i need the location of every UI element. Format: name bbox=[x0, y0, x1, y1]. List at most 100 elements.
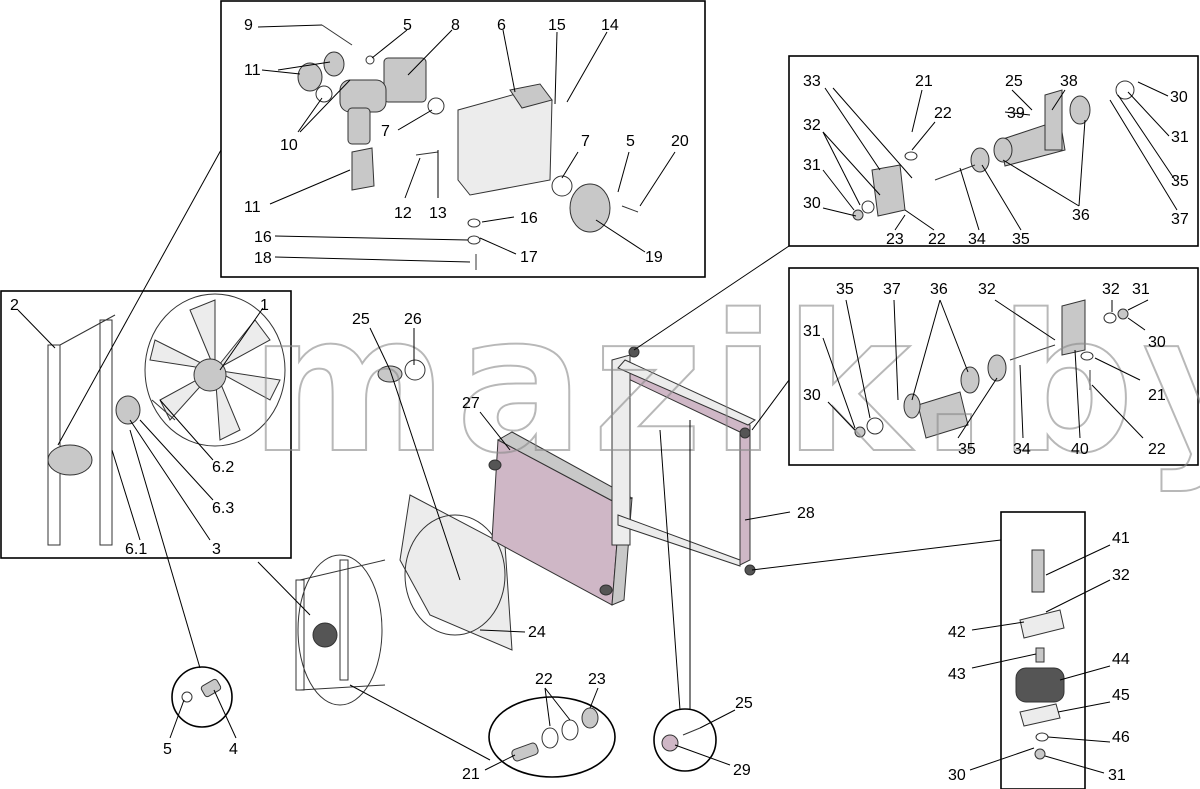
callout: 33 bbox=[803, 73, 821, 90]
callout: 6.1 bbox=[125, 541, 147, 558]
bolt-detail-parts bbox=[181, 678, 222, 703]
frame-bolt-detail-parts bbox=[661, 727, 701, 752]
callout: 4 bbox=[229, 741, 238, 758]
coupling-part bbox=[569, 183, 611, 233]
callout: 13 bbox=[429, 205, 447, 222]
callout: 32 bbox=[803, 117, 821, 134]
callout: 28 bbox=[797, 505, 815, 522]
callout: 22 bbox=[928, 231, 946, 248]
callout: 31 bbox=[803, 323, 821, 340]
callout: 30 bbox=[948, 767, 966, 784]
callout: 40 bbox=[1071, 441, 1089, 458]
callout: 8 bbox=[451, 17, 460, 34]
callout: 45 bbox=[1112, 687, 1130, 704]
fan-assembly bbox=[47, 293, 286, 546]
callout: 7 bbox=[381, 123, 390, 140]
pump-detail-box bbox=[220, 0, 706, 278]
callout: 22 bbox=[1148, 441, 1166, 458]
callout: 30 bbox=[803, 387, 821, 404]
damper-detail-parts bbox=[1015, 549, 1065, 760]
callout: 31 bbox=[1108, 767, 1126, 784]
pump-bolt-part bbox=[321, 24, 353, 46]
pump-flange-part bbox=[383, 57, 427, 103]
fan-callouts: 2 1 6.2 6.3 3 6.1 bbox=[10, 297, 269, 558]
damper-callouts: 41 32 42 43 44 45 46 30 31 bbox=[948, 530, 1130, 784]
callout: 21 bbox=[462, 766, 480, 783]
gear-pump-part bbox=[457, 89, 553, 196]
damper-detail-box bbox=[1000, 511, 1086, 789]
callout: 36 bbox=[930, 281, 948, 298]
callout: 32 bbox=[978, 281, 996, 298]
callout: 37 bbox=[883, 281, 901, 298]
pump-on-frame-part bbox=[47, 444, 93, 476]
fan-shroud bbox=[377, 359, 513, 651]
callout: 31 bbox=[1132, 281, 1150, 298]
washers-detail-parts bbox=[511, 707, 599, 762]
callout: 46 bbox=[1112, 729, 1130, 746]
callout: 32 bbox=[1112, 567, 1130, 584]
lower-mount-callouts: 35 37 36 32 32 31 31 30 30 21 35 34 40 2… bbox=[803, 281, 1166, 458]
callout: 16 bbox=[254, 229, 272, 246]
callout: 29 bbox=[733, 762, 751, 779]
callout: 25 bbox=[1005, 73, 1023, 90]
watermark-text: mazik.by bbox=[250, 274, 1200, 495]
callout: 19 bbox=[645, 249, 663, 266]
frame-bolt-detail-circle bbox=[653, 708, 717, 772]
radiator-frame bbox=[611, 346, 756, 576]
callout: 22 bbox=[934, 105, 952, 122]
leader-lines bbox=[17, 24, 1178, 774]
callout: 35 bbox=[836, 281, 854, 298]
callout: 23 bbox=[886, 231, 904, 248]
callout: 6.2 bbox=[212, 459, 234, 476]
callout: 15 bbox=[548, 17, 566, 34]
callout: 3 bbox=[212, 541, 221, 558]
circle-callouts: 5 4 22 23 21 25 29 bbox=[163, 671, 753, 783]
callout: 21 bbox=[915, 73, 933, 90]
fan-hub-part bbox=[193, 358, 227, 392]
callout: 35 bbox=[1171, 173, 1189, 190]
callout: 11 bbox=[244, 62, 261, 79]
callout: 30 bbox=[1148, 334, 1166, 351]
lower-mount-parts bbox=[854, 299, 1129, 439]
pump-callouts: 9 5 8 6 15 14 11 10 7 7 5 20 11 12 13 16… bbox=[244, 17, 689, 267]
callout: 5 bbox=[403, 17, 412, 34]
mount-lower-detail-box bbox=[788, 267, 1199, 466]
callout: 25 bbox=[352, 311, 370, 328]
upper-mount-parts bbox=[852, 80, 1135, 221]
callout: 37 bbox=[1171, 211, 1189, 228]
callout: 30 bbox=[803, 195, 821, 212]
callout: 39 bbox=[1007, 105, 1025, 122]
callout: 11 bbox=[244, 199, 261, 216]
callout: 1 bbox=[260, 297, 269, 314]
fan-detail-box bbox=[0, 290, 292, 559]
callout: 44 bbox=[1112, 651, 1130, 668]
callout: 9 bbox=[244, 17, 253, 34]
shroud-ring-part bbox=[404, 514, 506, 636]
washers-detail-circle bbox=[488, 696, 616, 778]
outlet-fitting-part bbox=[351, 147, 375, 191]
bolt-detail-circle bbox=[171, 666, 233, 728]
callout: 27 bbox=[462, 395, 480, 412]
callout: 30 bbox=[1170, 89, 1188, 106]
center-callouts: 25 26 27 24 28 bbox=[352, 311, 815, 641]
callout: 6 bbox=[497, 17, 506, 34]
pump-parts bbox=[297, 24, 639, 270]
callout: 31 bbox=[803, 157, 821, 174]
callout: 38 bbox=[1060, 73, 1078, 90]
callout: 35 bbox=[958, 441, 976, 458]
callout: 6.3 bbox=[212, 500, 234, 517]
callout: 26 bbox=[404, 311, 422, 328]
callout: 7 bbox=[581, 133, 590, 150]
angle-bracket-part bbox=[1061, 299, 1086, 356]
fan-assembly-small bbox=[295, 554, 386, 706]
callout: 14 bbox=[601, 17, 619, 34]
callout: 12 bbox=[394, 205, 412, 222]
callout: 36 bbox=[1072, 207, 1090, 224]
callout: 32 bbox=[1102, 281, 1120, 298]
callout: 18 bbox=[254, 250, 272, 267]
mount-upper-detail-box bbox=[788, 55, 1199, 247]
bracket-part bbox=[871, 164, 906, 217]
callout: 22 bbox=[535, 671, 553, 688]
callout: 17 bbox=[520, 249, 538, 266]
